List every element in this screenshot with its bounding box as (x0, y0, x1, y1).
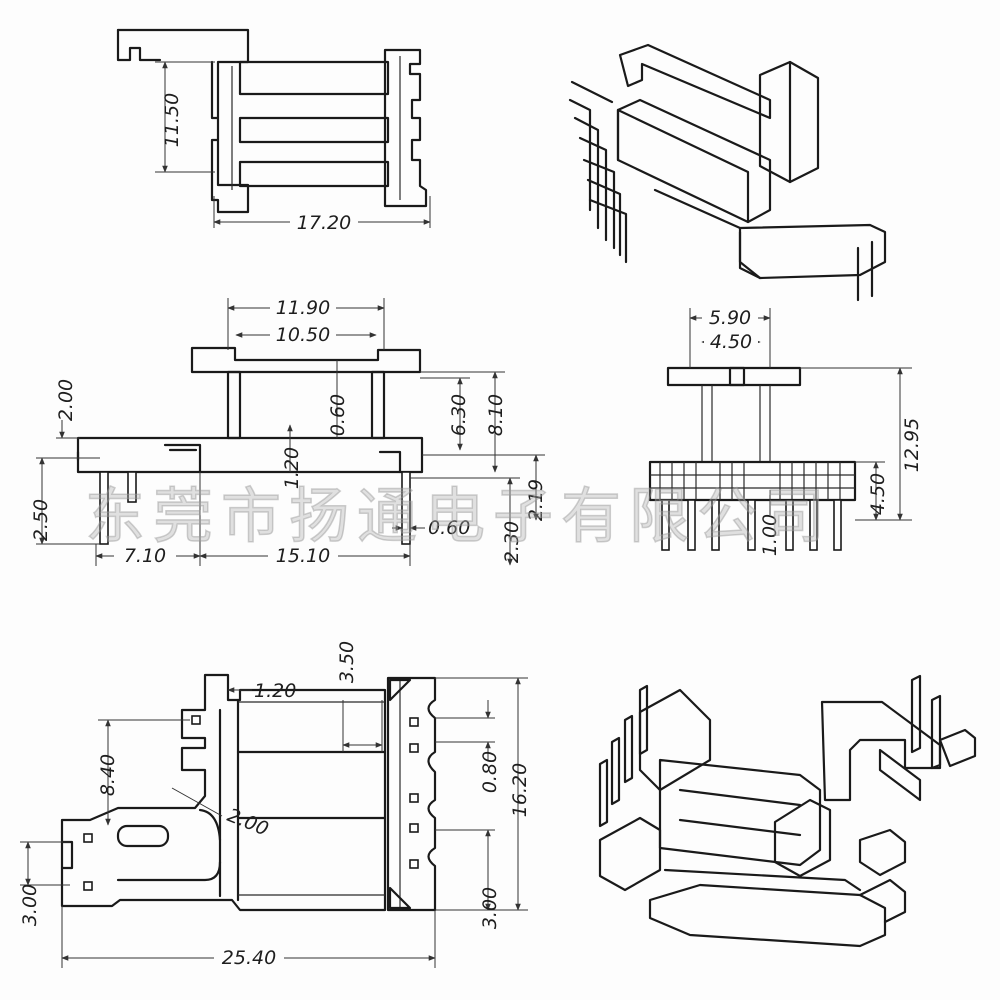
dim-label-inner-top: 10.50 (276, 324, 330, 346)
side-view: 11.90 10.50 2.00 2.50 0.60 6.30 (30, 297, 547, 567)
dim-bottom-notch-0-80: 0.80 (435, 700, 501, 793)
dim-front-overall-top-5-90: 5.90 (689, 307, 771, 368)
dim-label-front-overall-height: 12.95 (901, 418, 923, 472)
dim-label-bottom-overall-length: 25.40 (222, 947, 276, 969)
dim-label-pin-length: 2.50 (30, 499, 52, 541)
dim-label-left-offset: 2.00 (55, 379, 77, 421)
isometric-pin-row (568, 80, 628, 264)
dim-label-width: 17.20 (297, 212, 351, 234)
front-view-pins (661, 499, 842, 551)
top-left-view: 11.50 17.20 (116, 28, 431, 234)
dim-front-overall-height-12-95: 12.95 (800, 367, 923, 521)
dim-label-pin-width: 0.60 (428, 517, 470, 539)
dim-label-bottom-tab: 1.20 (254, 680, 296, 702)
dim-base-length-15-10: 15.10 (199, 544, 411, 567)
dim-label-front-inner-top: 4.50 (710, 331, 752, 353)
dim-label-bottom-overall-height: 16.20 (509, 763, 531, 817)
dim-pin-height-2-30: 2.30 (410, 477, 523, 566)
dim-width-17-20: 17.20 (213, 196, 431, 234)
dim-height-11-50: 11.50 (155, 61, 215, 173)
top-left-bobbin-outline (116, 28, 428, 214)
dim-label-bottom-right-bottom: 3.00 (479, 887, 501, 929)
dim-label-overall-top: 11.90 (276, 297, 330, 319)
dim-inner-height-6-30: 6.30 (420, 377, 470, 451)
dim-front-lower-height-4-50: 4.50 (855, 461, 889, 521)
dim-label-bottom-notch: 0.80 (479, 751, 501, 793)
dim-label-overall-height: 8.10 (485, 394, 507, 436)
dim-label-flange: 0.60 (327, 394, 349, 436)
dim-label-left-length: 7.10 (124, 545, 166, 567)
dim-bottom-overall-length-25-40: 25.40 (61, 906, 436, 969)
dim-front-inner-top-4-50: 4.50 (701, 331, 761, 353)
dim-bottom-hole-2-00: 2.00 (171, 787, 272, 840)
dim-bottom-slot-3-50: 3.50 (336, 641, 383, 752)
dim-label-base: 1.20 (281, 447, 303, 489)
dim-bottom-tab-1-20: 1.20 (227, 680, 296, 702)
dim-label-front-pin-pitch: 1.00 (759, 514, 781, 556)
dim-label-front-lower-height: 4.50 (867, 473, 889, 515)
dim-bottom-left-bottom-3-00: 3.00 (19, 841, 70, 926)
dim-bottom-left-height-8-40: 8.40 (97, 719, 190, 826)
side-view-outline (76, 346, 424, 545)
bottom-view: 1.20 3.50 8.40 2.00 0.80 16.2 (19, 641, 531, 969)
top-right-isometric-view (568, 43, 887, 302)
dim-bottom-overall-height-16-20: 16.20 (435, 677, 531, 911)
dim-label-pin-height: 2.30 (501, 521, 523, 563)
dim-overall-top-11-90: 11.90 (227, 297, 385, 350)
dim-label-inner-height: 6.30 (448, 394, 470, 436)
front-view-comb (659, 462, 841, 500)
dim-flange-0-60: 0.60 (327, 360, 349, 438)
dim-label-bottom-hole: 2.00 (224, 804, 271, 840)
dim-base-1-20: 1.20 (281, 424, 303, 489)
front-view-outline (648, 366, 857, 551)
dim-bottom-right-bottom-3-00: 3.00 (435, 829, 501, 929)
dim-label-bottom-slot: 3.50 (336, 641, 358, 683)
dim-left-offset-2-00: 2.00 (55, 379, 80, 439)
dim-label-bottom-left-bottom: 3.00 (19, 884, 41, 926)
front-view: 5.90 4.50 12.95 4.50 1.00 (648, 307, 923, 556)
dim-inner-top-10-50: 10.50 (235, 324, 377, 346)
dim-pin-length-2-50: 2.50 (30, 457, 100, 545)
dim-front-pin-pitch-1-00: 1.00 (759, 490, 781, 556)
dim-label-height: 11.50 (161, 93, 183, 147)
bottom-right-isometric-view (598, 674, 977, 948)
dim-left-length-7-10: 7.10 (95, 472, 201, 567)
dim-label-base-length: 15.10 (276, 545, 330, 567)
dim-label-bottom-left-height: 8.40 (97, 754, 119, 796)
dim-step-2-19: 2.19 (422, 454, 547, 521)
dim-pin-width-0-60: 0.60 (392, 517, 470, 539)
dim-label-step: 2.19 (525, 479, 547, 521)
isometric-pins-top (598, 674, 977, 828)
dim-label-front-overall-top: 5.90 (709, 307, 751, 329)
